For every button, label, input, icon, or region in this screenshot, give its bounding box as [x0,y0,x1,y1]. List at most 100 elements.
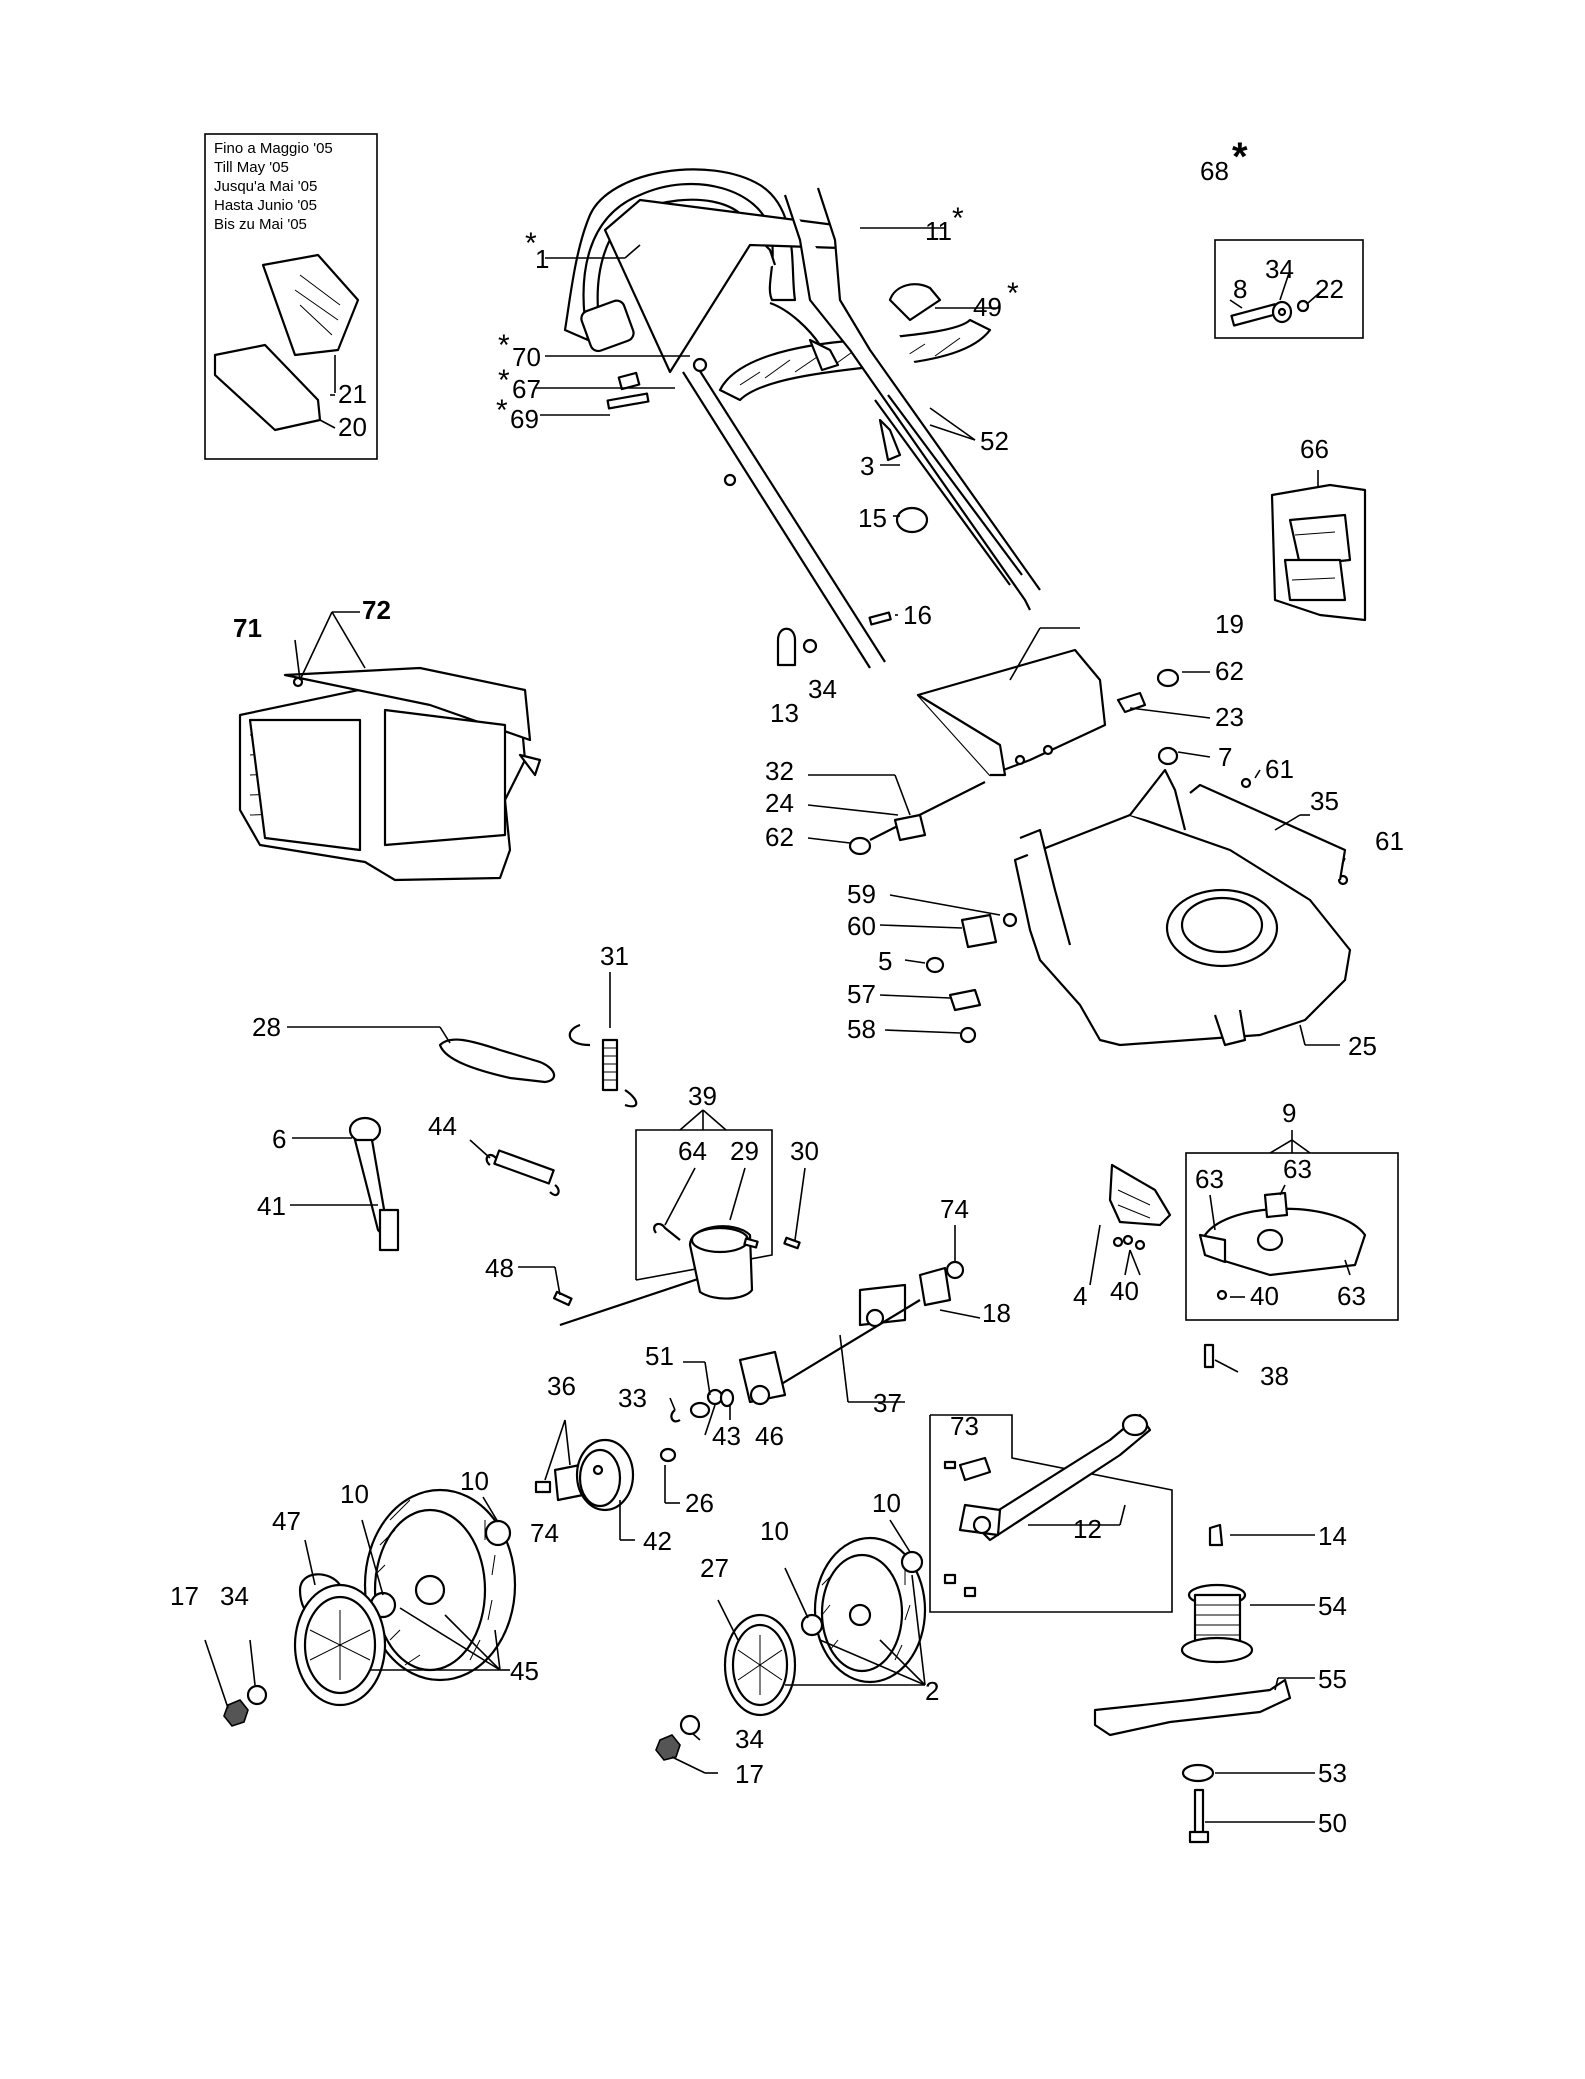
callout-21: 21 [338,379,367,409]
old-grassbag-box [204,133,378,460]
callout-23: 23 [1215,702,1244,732]
callout-61-lower: 61 [1375,826,1404,856]
height-adjuster-parts [925,912,1018,1044]
callout-36: 36 [547,1371,576,1401]
front-hubcap-27 [723,1613,797,1717]
callout-67: 67 [512,374,541,404]
spring-44 [485,1149,560,1197]
callout-6: 6 [272,1124,286,1154]
callout-34-bottom: 34 [735,1724,764,1754]
callout-38: 38 [1260,1361,1289,1391]
callout-69: 69 [510,404,539,434]
callout-28: 28 [252,1012,281,1042]
screws-40 [1112,1234,1228,1301]
callout-labels: 68 1 11 49 70 67 69 52 3 15 16 13 34 19 … [170,156,1404,1838]
callout-57: 57 [847,979,876,1009]
star-11: * [952,202,964,235]
star-67: * [498,364,510,397]
rear-cover-19 [916,648,1107,777]
callout-34-handle: 34 [808,674,837,704]
pin-30 [783,1236,801,1250]
callout-34-left: 34 [220,1581,249,1611]
callout-66: 66 [1300,434,1329,464]
callout-22: 22 [1315,274,1344,304]
small-hardware [659,1388,735,1463]
callout-18: 18 [982,1298,1011,1328]
star-68: * [1232,135,1248,179]
callout-1: 1 [535,244,549,274]
callout-16: 16 [903,600,932,630]
callout-47: 47 [272,1506,301,1536]
callout-14: 14 [1318,1521,1347,1551]
date-note: Fino a Maggio '05 Till May '05 Jusqu'a M… [214,139,374,234]
callout-52: 52 [980,426,1009,456]
key-14 [1208,1523,1224,1547]
callout-62-left: 62 [765,822,794,852]
callout-11: 11 [925,216,952,246]
callout-44: 44 [428,1111,457,1141]
callout-48: 48 [485,1253,514,1283]
rear-hubcap-47 [293,1583,387,1707]
callout-25: 25 [1348,1031,1377,1061]
mower-deck-25 [1013,768,1352,1047]
callout-70: 70 [512,342,541,372]
callout-12: 12 [1073,1514,1102,1544]
callout-49: 49 [973,292,1002,322]
axle-bracket-12 [943,1413,1152,1598]
gear-36-disc-42 [534,1438,635,1512]
pin-kit-box [1214,239,1364,339]
callout-10-rear-upper: 10 [460,1466,489,1496]
callout-41: 41 [257,1191,286,1221]
blade-bolt-50-53 [1181,1763,1215,1844]
note-line: Fino a Maggio '05 [214,140,333,157]
callout-63-right: 63 [1337,1281,1366,1311]
callout-15: 15 [858,503,887,533]
callout-40-left: 40 [1110,1276,1139,1306]
callout-8: 8 [1233,274,1247,304]
callout-5: 5 [878,946,892,976]
callout-37: 37 [873,1388,902,1418]
handle-fasteners [776,506,929,667]
callout-30: 30 [790,1136,819,1166]
callout-24: 24 [765,788,794,818]
callout-33: 33 [618,1383,647,1413]
callout-58: 58 [847,1014,876,1044]
star-70: * [498,329,510,362]
note-line: Till May '05 [214,159,289,176]
wheel-nuts-bottom [655,1714,701,1761]
callout-50: 50 [1318,1808,1347,1838]
callout-40-right: 40 [1250,1281,1279,1311]
wheel-nuts-left [223,1684,268,1727]
leader-lines [204,227,1351,1823]
callout-13: 13 [770,698,799,728]
callout-39: 39 [688,1081,717,1111]
callout-3: 3 [860,451,874,481]
note-line: Bis zu Mai '05 [214,216,307,233]
note-line: Jusqu'a Mai '05 [214,178,318,195]
transmission-39 [559,1222,759,1327]
callout-9: 9 [1282,1098,1296,1128]
front-wheel-2 [800,1536,927,1684]
callout-7: 7 [1218,742,1232,772]
callout-26: 26 [685,1488,714,1518]
star-69: * [496,394,508,427]
grass-catcher [238,666,542,882]
callout-17-left: 17 [170,1581,199,1611]
callout-10-rear-lower: 10 [340,1479,369,1509]
callout-74-lower: 74 [530,1518,559,1548]
misc-hardware-right [1116,668,1349,886]
lever-6-41 [348,1116,400,1252]
callout-59: 59 [847,879,876,909]
bolt-38 [1203,1343,1215,1369]
callout-63-top: 63 [1283,1154,1312,1184]
callout-4: 4 [1073,1281,1087,1311]
callout-29: 29 [730,1136,759,1166]
callout-62-right: 62 [1215,656,1244,686]
callout-42: 42 [643,1526,672,1556]
callout-19: 19 [1215,609,1244,639]
callout-46: 46 [755,1421,784,1451]
callout-74-upper: 74 [940,1194,969,1224]
callout-20: 20 [338,412,367,442]
rear-axle-37 [738,1283,921,1406]
